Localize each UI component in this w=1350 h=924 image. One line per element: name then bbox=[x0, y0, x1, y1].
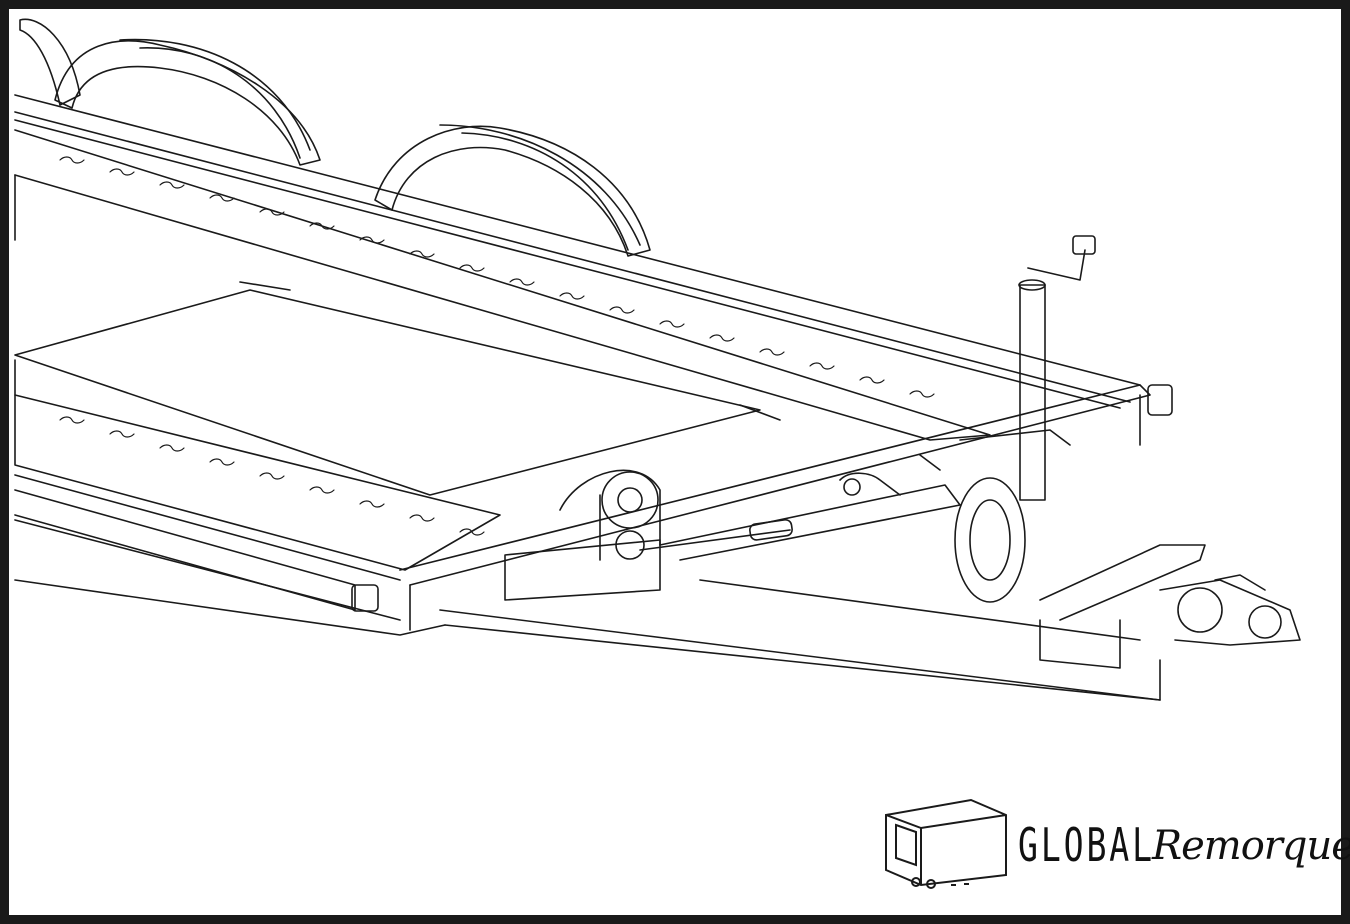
brand-logo: GLOBAL Remorques bbox=[876, 790, 1350, 900]
jockey-wheel-jack bbox=[954, 235, 1096, 603]
brand-name-global: GLOBAL bbox=[1018, 818, 1155, 872]
winch bbox=[504, 469, 793, 601]
ramp-perforations bbox=[59, 156, 935, 536]
chassis-lower-beam bbox=[14, 489, 1161, 701]
fender-rear-right bbox=[374, 124, 651, 257]
side-rail-top bbox=[14, 94, 1141, 409]
fender-rear-left bbox=[19, 18, 321, 166]
ramp-upper bbox=[14, 129, 991, 441]
deck-floor bbox=[14, 289, 761, 496]
trailer-box-icon bbox=[885, 798, 1007, 889]
brand-name-remorques: Remorques bbox=[1152, 823, 1350, 869]
front-crossmember bbox=[351, 384, 1173, 631]
drawbar bbox=[659, 454, 961, 561]
coupling-hitch bbox=[1039, 544, 1301, 669]
ramp-lower bbox=[14, 394, 501, 581]
